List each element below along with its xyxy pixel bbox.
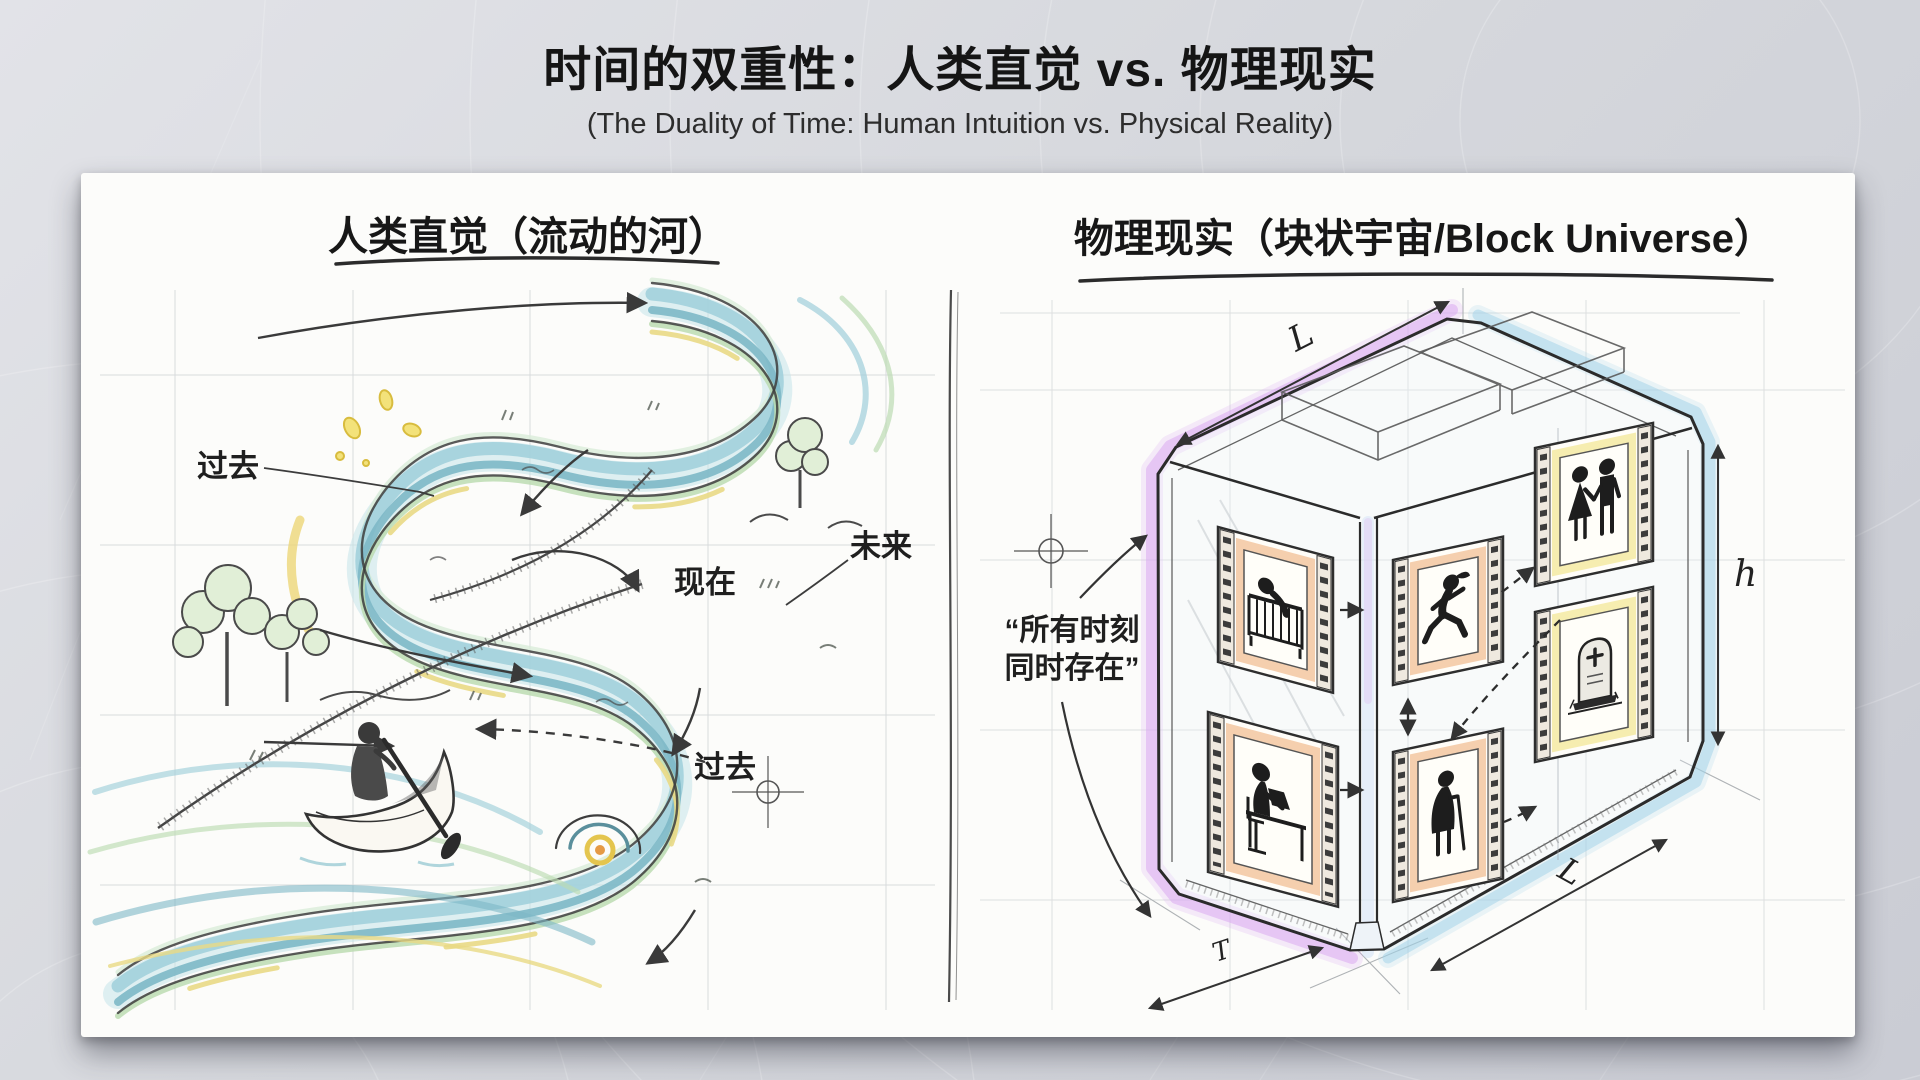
couple-holding-hands-icon (1568, 458, 1621, 542)
tombstone-icon (1568, 637, 1622, 715)
crosshair-right (1014, 514, 1088, 588)
right-panel-title: 物理现实（块状宇宙/Block Universe） (1074, 217, 1774, 261)
diagram-scene: 人类直觉（流动的河） (87, 215, 1845, 1037)
label-future: 未来 (850, 529, 912, 564)
rower-figure (351, 722, 397, 801)
whirlpool (554, 814, 642, 866)
content-card: 人类直觉（流动的河） (81, 173, 1855, 1037)
left-panel: 人类直觉（流动的河） (87, 215, 935, 1024)
dim-label-top-length: L (1281, 314, 1320, 360)
flow-arrows (257, 291, 706, 965)
progression-arrows (1340, 566, 1561, 824)
quote-line2: 同时存在” (1005, 652, 1140, 685)
frame-tombstone (1533, 585, 1655, 764)
label-past-upper: 过去 (197, 449, 259, 484)
left-panel-title: 人类直觉（流动的河） (328, 215, 728, 259)
left-labels: 过去 未来 现在 过去 (197, 449, 912, 785)
frame-working-adult (1206, 710, 1340, 909)
water-squiggles (429, 466, 629, 706)
left-title-underline (334, 256, 720, 266)
splash-accent (335, 389, 422, 467)
right-title-underline (1078, 272, 1774, 283)
frame-elderly-person (1391, 727, 1505, 904)
paddle (381, 737, 449, 839)
page-title: 时间的双重性：人类直觉 vs. 物理现实 (543, 44, 1377, 97)
tree-group-left (172, 564, 451, 706)
baby-in-crib-icon (1247, 577, 1304, 660)
rowboat (299, 722, 462, 868)
tree-group-right (749, 417, 863, 529)
dim-label-height: h (1734, 554, 1757, 595)
dim-label-depth: T (1209, 934, 1236, 968)
crosshair-left (732, 756, 804, 828)
frame-couple (1533, 421, 1655, 588)
frame-running-woman (1391, 535, 1505, 687)
quote-line1: “所有时刻 (1005, 614, 1140, 647)
quote-annotation: “所有时刻 同时存在” (1005, 534, 1152, 919)
header: 时间的双重性：人类直觉 vs. 物理现实 (The Duality of Tim… (0, 30, 1920, 141)
label-past-lower: 过去 (694, 750, 756, 785)
river (118, 280, 777, 1024)
frame-baby-crib (1216, 525, 1335, 695)
panel-divider (947, 289, 959, 1003)
page-subtitle: (The Duality of Time: Human Intuition vs… (586, 108, 1334, 140)
river-extra-strands (87, 295, 895, 988)
label-present: 现在 (674, 565, 736, 600)
adult-working-at-desk-icon (1246, 762, 1306, 862)
running-woman-icon (1422, 571, 1470, 645)
grass-marks (249, 400, 837, 883)
right-panel: 物理现实（块状宇宙/Block Universe） (980, 217, 1845, 1011)
